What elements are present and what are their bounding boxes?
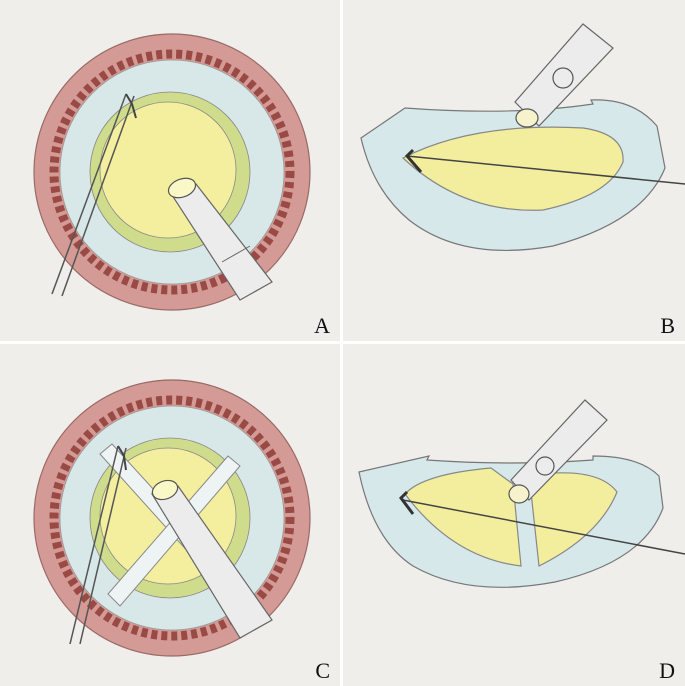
panel-d-drawing bbox=[358, 399, 685, 588]
nucleus-half-left bbox=[404, 467, 522, 567]
chopper-shaft bbox=[402, 499, 685, 555]
phaco-probe bbox=[167, 177, 273, 301]
panel-a-drawing bbox=[33, 33, 311, 311]
panel-c-drawing bbox=[33, 379, 311, 657]
panel-a-top-view-intact: A bbox=[0, 0, 340, 341]
phaco-probe bbox=[508, 399, 608, 504]
nucleus-half-right bbox=[530, 472, 618, 567]
panel-label: B bbox=[660, 313, 675, 338]
nucleus-lens bbox=[401, 126, 624, 211]
panel-label: D bbox=[659, 658, 675, 683]
panel-b-drawing bbox=[360, 23, 685, 251]
chopper-tip bbox=[404, 148, 423, 173]
chopper-tip bbox=[399, 490, 415, 515]
chopper-shaft bbox=[406, 155, 685, 185]
panel-label: A bbox=[314, 313, 330, 338]
chopper-instrument bbox=[69, 445, 127, 645]
panel-label: C bbox=[315, 658, 330, 683]
phaco-probe bbox=[514, 23, 614, 128]
panel-d-side-view-divided: D bbox=[343, 344, 685, 686]
serrated-edge bbox=[49, 395, 295, 641]
chopper-instrument bbox=[51, 93, 137, 297]
panel-c-top-view-divided: C bbox=[0, 344, 340, 686]
phaco-probe bbox=[151, 479, 273, 639]
panel-b-side-view-intact: B bbox=[343, 0, 685, 341]
serrated-edge bbox=[49, 49, 295, 295]
